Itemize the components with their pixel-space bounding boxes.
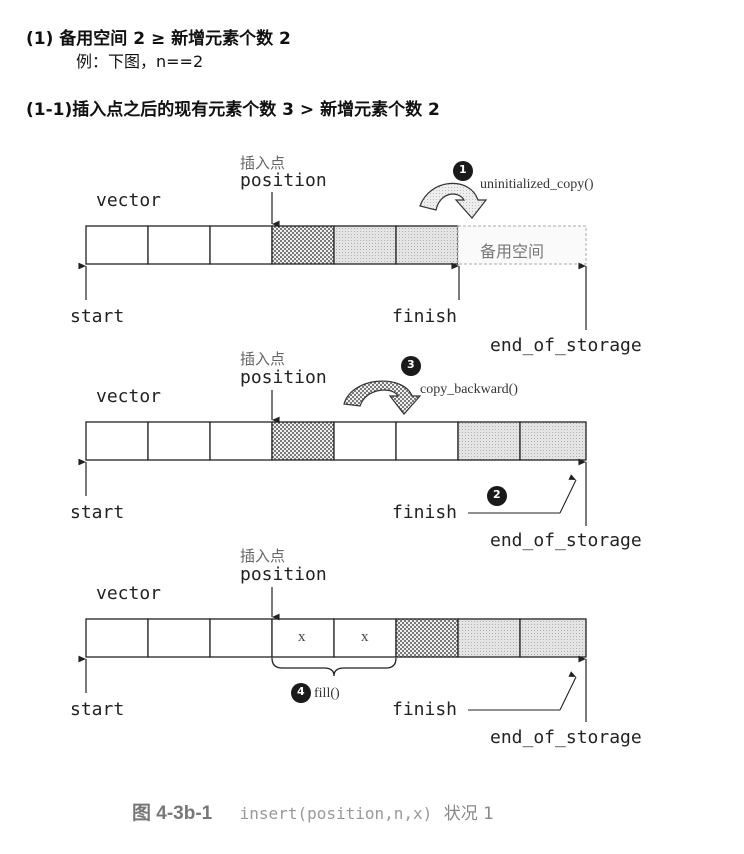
cell-2 (147, 225, 211, 265)
step-badge-4 (291, 683, 311, 703)
finish-label-1: finish (392, 306, 458, 327)
condition-title: (1) 备用空间 2 ≥ 新增元素个数 2 (26, 29, 291, 49)
position-label-2: position (240, 367, 327, 388)
vector-label-1: vector (96, 190, 162, 211)
figure-status: 状况 1 (443, 804, 494, 824)
insert-point-label-1: 插入点 (240, 154, 286, 172)
diagram-2 (78, 356, 587, 526)
spare-space-label: 备用空间 (480, 242, 545, 261)
cell-6-dotted (395, 225, 459, 265)
step1-function: uninitialized_copy() (480, 177, 594, 192)
step-badge-2 (487, 486, 507, 506)
step2-number: 2 (493, 488, 501, 501)
cell-4-hatched (271, 225, 335, 265)
diagram-3 (78, 587, 587, 722)
step4-number: 4 (297, 685, 305, 698)
step3-function: copy_backward() (420, 382, 518, 397)
step-badge-3 (401, 356, 421, 376)
end-of-storage-label-1: end_of_storage (490, 335, 642, 356)
cell-3 (209, 225, 273, 265)
position-label-3: position (240, 564, 327, 585)
curved-arrow-1 (419, 182, 488, 219)
vector-label-3: vector (96, 583, 162, 604)
step4-function: fill() (314, 686, 340, 701)
curved-arrow-3 (343, 380, 422, 415)
spare-space-box (457, 225, 587, 265)
finish-label-3: finish (392, 699, 458, 720)
subcondition-title: (1-1)插入点之后的现有元素个数 3 > 新增元素个数 2 (26, 100, 440, 120)
step1-number: 1 (459, 163, 467, 176)
step3-number: 3 (407, 358, 415, 371)
figure-code: insert(position,n,x) (239, 804, 433, 823)
figure-caption: 图 4-3b-1 insert(position,n,x) 状况 1 (132, 798, 494, 825)
step-badge-1 (453, 161, 473, 181)
end-of-storage-label-2: end_of_storage (490, 530, 642, 551)
x-cell-1: x (298, 629, 306, 645)
vector-label-2: vector (96, 386, 162, 407)
x-cell-2: x (361, 629, 369, 645)
finish-label-2: finish (392, 502, 458, 523)
example-note: 例：下图，n==2 (76, 52, 204, 71)
insert-point-label-3: 插入点 (240, 547, 286, 565)
figure-number: 图 4-3b-1 (132, 803, 213, 824)
end-of-storage-label-3: end_of_storage (490, 727, 642, 748)
cell-1 (85, 225, 149, 265)
diagram-1 (78, 161, 587, 330)
start-label-1: start (70, 306, 125, 327)
cell-5-dotted (333, 225, 397, 265)
insert-point-label-2: 插入点 (240, 350, 286, 368)
position-label-1: position (240, 170, 327, 191)
start-label-3: start (70, 699, 125, 720)
fill-brace (271, 657, 397, 677)
start-label-2: start (70, 502, 125, 523)
